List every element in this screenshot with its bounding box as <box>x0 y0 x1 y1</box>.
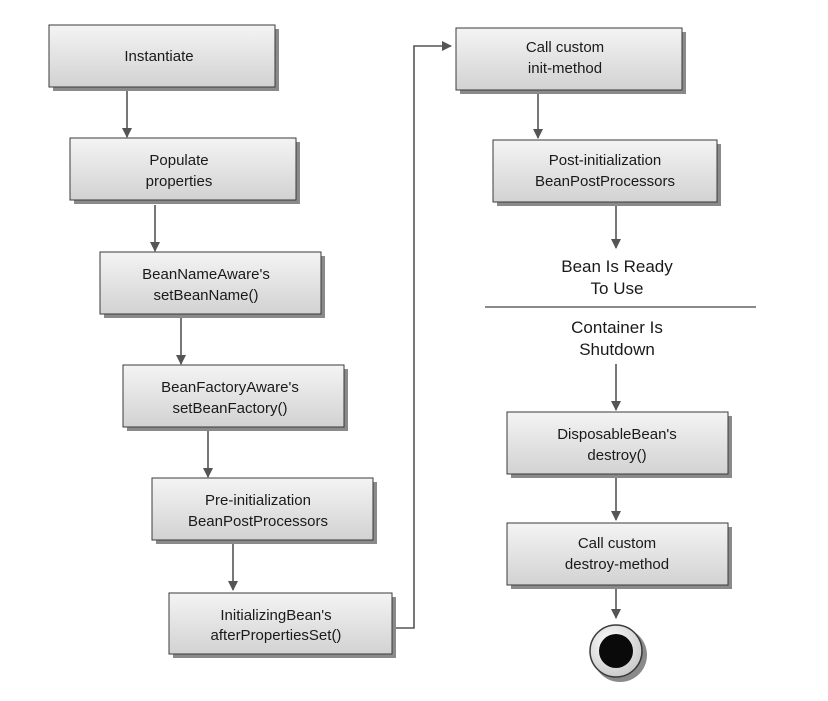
node-beanfactoryaware-line-1: BeanFactoryAware's <box>161 379 299 396</box>
node-beannameaware: BeanNameAware's setBeanName() <box>99 251 325 318</box>
node-instantiate-line-1: Instantiate <box>124 48 193 65</box>
node-beannameaware-line-1: BeanNameAware's <box>142 266 270 283</box>
node-customdestroy-line-1: Call custom <box>578 535 656 552</box>
node-disposablebean: DisposableBean's destroy() <box>506 411 732 478</box>
node-customdestroy-line-2: destroy-method <box>565 556 669 573</box>
node-custominit-line-2: init-method <box>528 60 602 77</box>
label-bean-ready: Bean Is Ready To Use <box>561 257 673 298</box>
end-node-core <box>599 634 633 668</box>
node-preinit-beanpostprocessors: Pre-initialization BeanPostProcessors <box>151 477 377 544</box>
end-node <box>589 624 647 682</box>
label-ready-line-1: Bean Is Ready <box>561 257 673 276</box>
label-shutdown-line-2: Shutdown <box>579 340 655 359</box>
node-postinit-beanpostprocessors: Post-initialization BeanPostProcessors <box>492 139 721 206</box>
connectors <box>122 41 621 629</box>
label-shutdown-line-1: Container Is <box>571 318 663 337</box>
node-beanfactoryaware-line-2: setBeanFactory() <box>172 400 287 417</box>
node-disposablebean-line-1: DisposableBean's <box>557 426 677 443</box>
node-populate-properties: Populate properties <box>69 137 300 204</box>
node-instantiate: Instantiate <box>48 24 279 91</box>
node-initializingbean-line-2: afterPropertiesSet() <box>211 627 342 644</box>
node-initializingbean-line-1: InitializingBean's <box>220 607 331 624</box>
node-postinit-line-2: BeanPostProcessors <box>535 173 675 190</box>
node-populate-line-1: Populate <box>149 152 208 169</box>
node-postinit-line-1: Post-initialization <box>549 152 662 169</box>
node-custominit-line-1: Call custom <box>526 39 604 56</box>
node-initializingbean: InitializingBean's afterPropertiesSet() <box>168 592 396 658</box>
label-container-shutdown: Container Is Shutdown <box>571 318 663 359</box>
arrow-initializingbean-to-custominit <box>396 41 452 629</box>
node-beannameaware-line-2: setBeanName() <box>153 287 258 304</box>
node-populate-line-2: properties <box>146 173 213 190</box>
node-custom-destroy-method: Call custom destroy-method <box>506 522 732 589</box>
label-ready-line-2: To Use <box>591 279 644 298</box>
node-beanfactoryaware: BeanFactoryAware's setBeanFactory() <box>122 364 348 431</box>
node-disposablebean-line-2: destroy() <box>587 447 646 464</box>
node-preinit-line-2: BeanPostProcessors <box>188 513 328 530</box>
node-preinit-line-1: Pre-initialization <box>205 492 311 509</box>
node-custom-init-method: Call custom init-method <box>455 27 686 94</box>
